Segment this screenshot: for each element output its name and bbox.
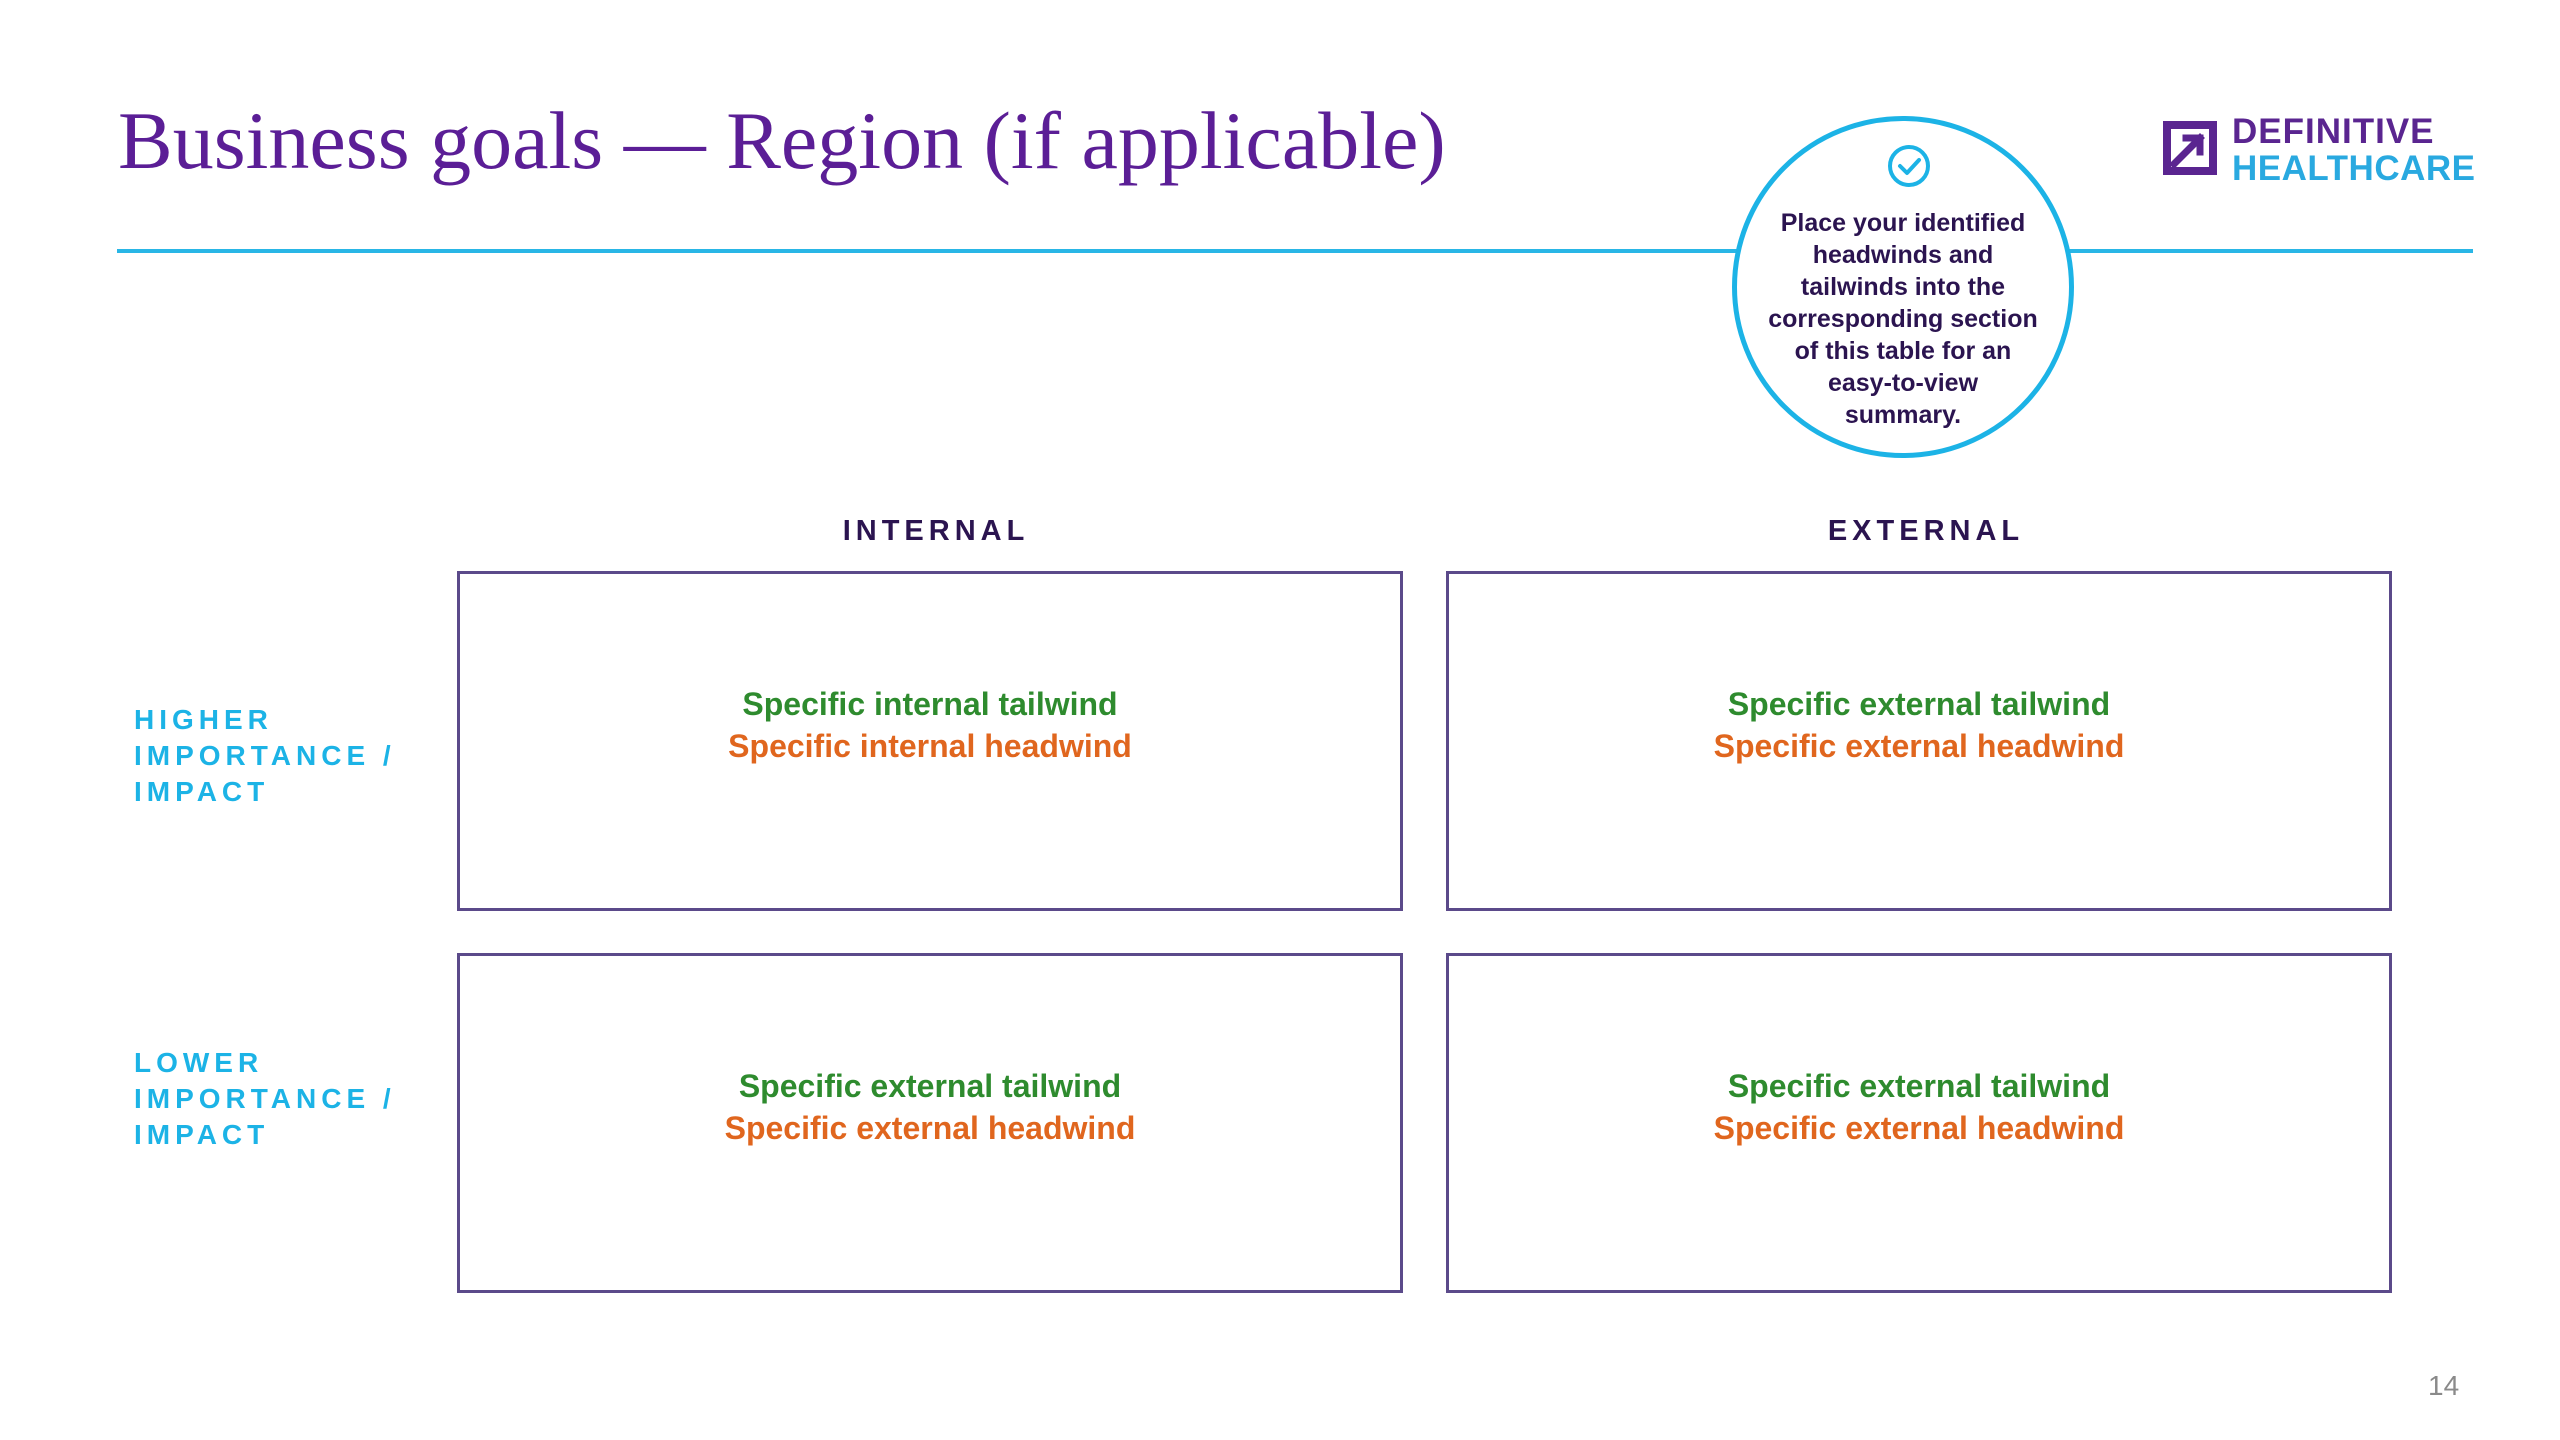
row-header-line: IMPACT (134, 1119, 270, 1150)
tailwind-text: Specific external tailwind (738, 1068, 1122, 1104)
logo-wordmark: DEFINITIVE HEALTHCARE (2232, 114, 2476, 186)
headwind-text: Specific internal headwind (728, 728, 1132, 764)
arrow-in-square-icon (2163, 121, 2217, 175)
column-header-external: EXTERNAL (1827, 515, 2025, 547)
page-number: 14 (2428, 1370, 2460, 1401)
tailwind-text: Specific external tailwind (1727, 1068, 2111, 1104)
callout-text: Place your identified headwinds and tail… (1768, 209, 2038, 429)
logo-line-2: HEALTHCARE (2232, 149, 2476, 188)
headwind-text: Specific external headwind (1713, 728, 2125, 764)
row-header-line: IMPORTANCE / (134, 1083, 396, 1114)
row-header-higher-importance: HIGHER IMPORTANCE / IMPACT (134, 702, 396, 810)
title-divider (117, 249, 2473, 253)
matrix-cell-lower-external[interactable]: Specific external tailwind Specific exte… (1446, 953, 2392, 1293)
slide-title: Business goals — Region (if applicable) (118, 95, 1446, 186)
headwind-text: Specific external headwind (1713, 1110, 2125, 1146)
instruction-callout: Place your identified headwinds and tail… (1732, 116, 2074, 458)
row-header-line: LOWER (134, 1047, 264, 1078)
row-header-line: IMPORTANCE / (134, 740, 396, 771)
tailwind-text: Specific internal tailwind (742, 686, 1118, 722)
matrix-cell-lower-internal[interactable]: Specific external tailwind Specific exte… (457, 953, 1403, 1293)
company-logo: DEFINITIVE HEALTHCARE (2160, 112, 2480, 186)
column-header-internal: INTERNAL (842, 515, 1030, 547)
row-header-line: IMPACT (134, 776, 270, 807)
check-circle-icon (1888, 145, 1930, 187)
matrix-cell-higher-external[interactable]: Specific external tailwind Specific exte… (1446, 571, 2392, 911)
row-header-line: HIGHER (134, 704, 273, 735)
matrix-cell-higher-internal[interactable]: Specific internal tailwind Specific inte… (457, 571, 1403, 911)
row-header-lower-importance: LOWER IMPORTANCE / IMPACT (134, 1045, 396, 1153)
tailwind-text: Specific external tailwind (1727, 686, 2111, 722)
headwind-text: Specific external headwind (724, 1110, 1136, 1146)
logo-line-1: DEFINITIVE (2232, 112, 2435, 151)
